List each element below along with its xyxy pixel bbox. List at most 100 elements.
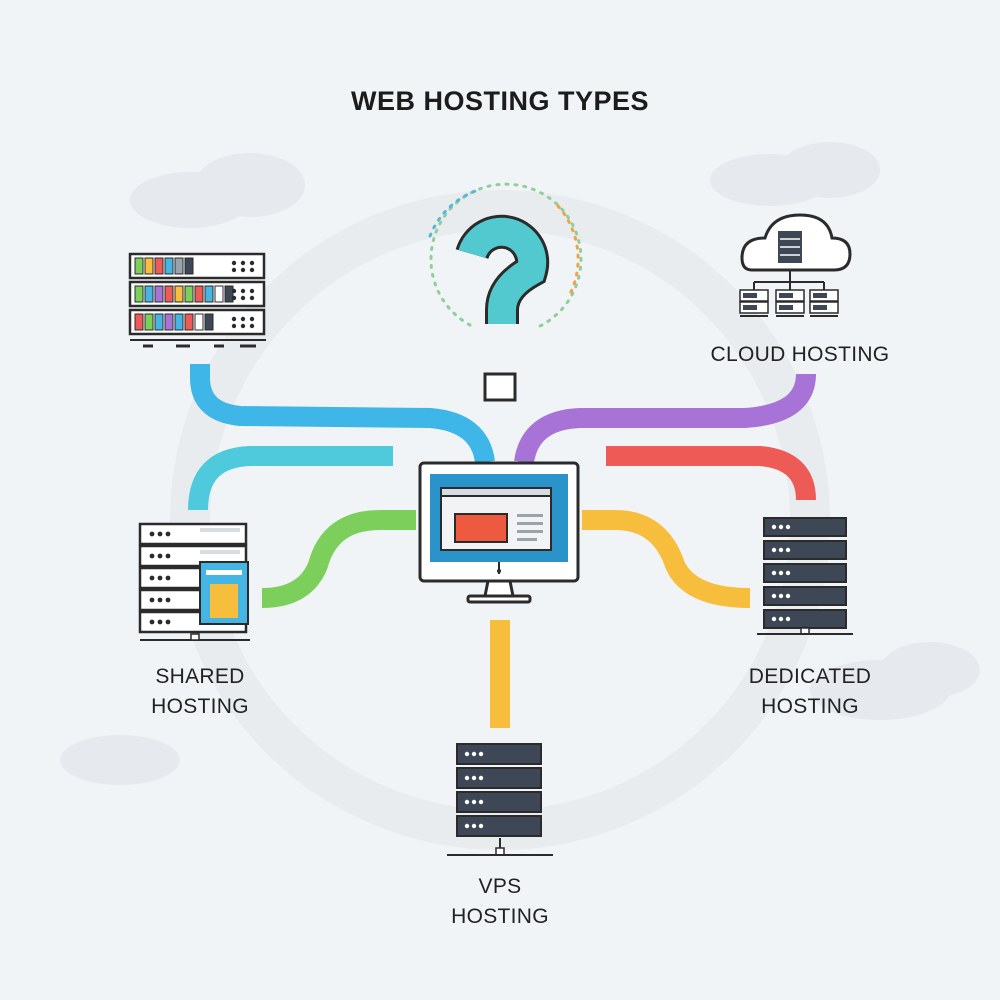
rack-module: [144, 257, 154, 275]
page-title: WEB HOSTING TYPES: [350, 86, 650, 116]
rack-led: [249, 316, 255, 322]
rack-module: [184, 285, 194, 303]
vps-server-unit: [456, 791, 542, 813]
dedicated-server-unit: [763, 586, 847, 606]
dedicated-hosting-label: DEDICATED HOSTING: [710, 662, 910, 722]
shared-server-unit: [138, 522, 248, 546]
vps-hosting-label-line1: VPS: [478, 875, 522, 898]
dedicated-led: [785, 593, 791, 599]
rack-led: [240, 316, 246, 322]
rack-led: [231, 288, 237, 294]
rack-module: [144, 285, 154, 303]
rack-led: [231, 316, 237, 322]
dedicated-led: [785, 547, 791, 553]
dedicated-led: [778, 547, 784, 553]
vps-led: [464, 823, 470, 829]
shared-led: [157, 553, 163, 559]
connector-green: [261, 510, 416, 608]
rack-module: [204, 313, 214, 331]
shared-led: [149, 597, 155, 603]
rack-led: [240, 260, 246, 266]
shared-led: [149, 575, 155, 581]
rack-led: [240, 295, 246, 301]
dedicated-led: [771, 593, 777, 599]
vps-led: [471, 799, 477, 805]
vps-server-unit: [456, 743, 542, 765]
connector-blue: [190, 364, 495, 464]
vps-hosting-label-line2: HOSTING: [451, 905, 549, 928]
cloud-server-bay: [779, 305, 793, 310]
vps-led: [478, 823, 484, 829]
dedicated-server-unit: [763, 517, 847, 537]
dedicated-led: [771, 524, 777, 530]
rack-module: [204, 285, 214, 303]
rack-module: [134, 257, 144, 275]
cloud-server-bay: [743, 293, 757, 298]
connector-purple: [514, 373, 816, 464]
shared-led: [157, 619, 163, 625]
dedicated-led: [778, 570, 784, 576]
shared-hosting-label: SHARED HOSTING: [100, 662, 300, 722]
connector-yellow-right: [582, 510, 751, 608]
shared-led: [149, 619, 155, 625]
shared-hosting-label-line1: SHARED: [155, 665, 245, 688]
rack-module: [174, 257, 184, 275]
dedicated-server-icon: [757, 517, 853, 635]
dedicated-led: [771, 570, 777, 576]
shared-hosting-label-line2: HOSTING: [151, 695, 249, 718]
server-rack-icon: [128, 252, 266, 348]
shared-led: [165, 575, 171, 581]
rack-module: [224, 285, 234, 303]
rack-module: [184, 313, 194, 331]
rack-module: [134, 285, 144, 303]
rack-module: [194, 285, 204, 303]
computer-monitor-icon: [418, 461, 580, 604]
shared-led: [157, 597, 163, 603]
dedicated-led: [785, 524, 791, 530]
rack-module: [184, 257, 194, 275]
shared-slot: [200, 550, 240, 554]
background-clouds: [60, 142, 980, 850]
rack-module: [134, 313, 144, 331]
shared-led: [165, 553, 171, 559]
rack-led: [249, 288, 255, 294]
vps-led: [478, 799, 484, 805]
rack-module: [164, 285, 174, 303]
rack-led: [231, 267, 237, 273]
rack-module: [194, 313, 204, 331]
rack-led: [231, 295, 237, 301]
vps-hosting-label: VPS HOSTING: [400, 872, 600, 932]
vps-led: [471, 775, 477, 781]
dedicated-led: [785, 616, 791, 622]
vps-server-unit: [456, 767, 542, 789]
rack-module: [154, 257, 164, 275]
rack-led: [231, 260, 237, 266]
rack-module: [154, 313, 164, 331]
rack-led: [249, 295, 255, 301]
rack-module: [174, 313, 184, 331]
connector-cyan: [188, 446, 393, 511]
rack-led: [231, 323, 237, 329]
cloud-server-bay: [743, 305, 757, 310]
cloud-server-bay: [813, 293, 827, 298]
vps-led: [464, 775, 470, 781]
shared-led: [165, 619, 171, 625]
shared-led: [157, 531, 163, 537]
rack-module: [144, 313, 154, 331]
vps-led: [478, 775, 484, 781]
vps-server-unit: [456, 815, 542, 837]
vps-led: [471, 823, 477, 829]
dedicated-server-unit: [763, 563, 847, 583]
shared-led: [149, 531, 155, 537]
vps-server-icon: [447, 743, 553, 856]
connectors: [188, 364, 816, 728]
rack-module: [154, 285, 164, 303]
rack-led: [240, 288, 246, 294]
shared-led: [149, 553, 155, 559]
dedicated-led: [778, 616, 784, 622]
rack-module: [164, 257, 174, 275]
dedicated-led: [771, 616, 777, 622]
shared-slot: [200, 528, 240, 532]
